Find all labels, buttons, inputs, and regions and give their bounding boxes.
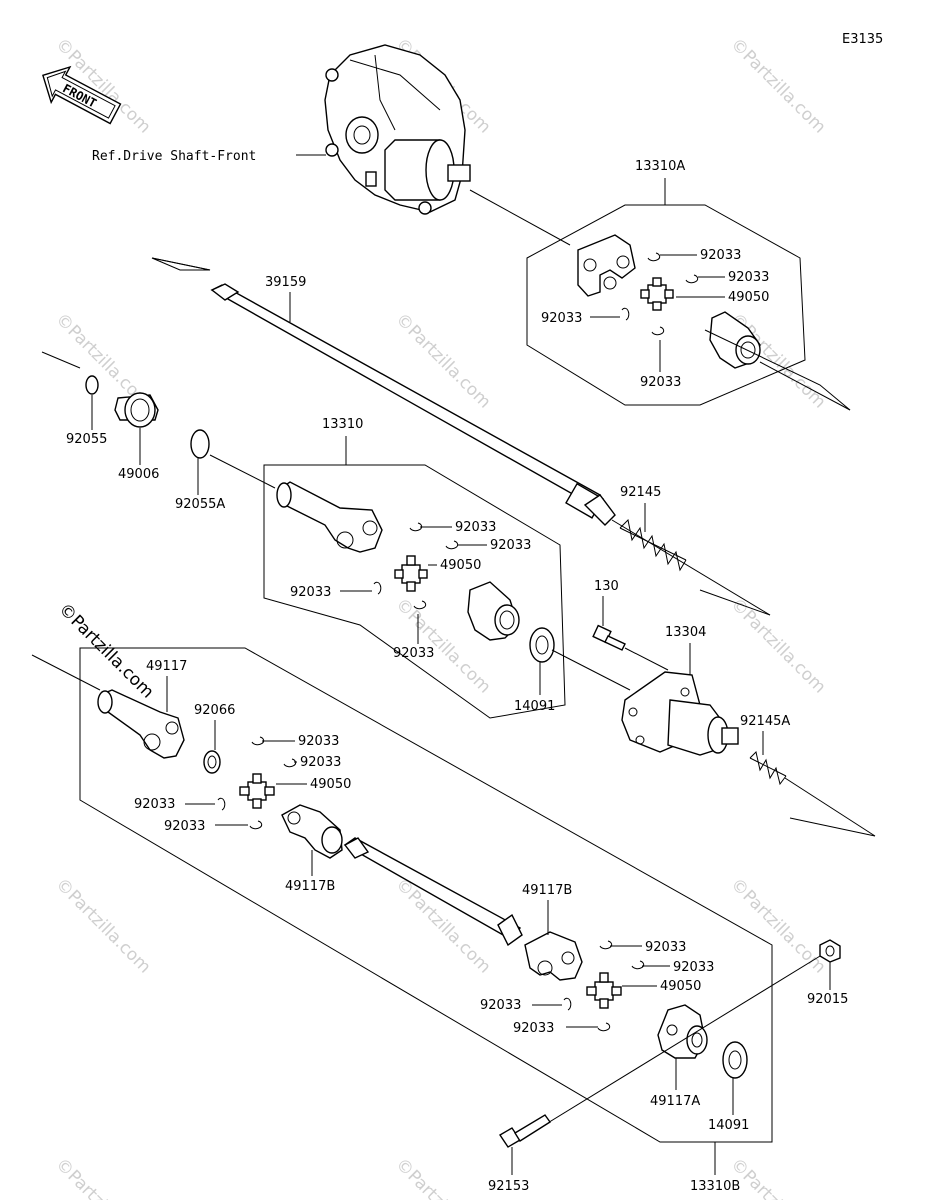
- part-label-92033: 92033: [300, 755, 341, 770]
- part-label-13304: 13304: [665, 625, 706, 640]
- part-label-92033: 92033: [455, 520, 496, 535]
- part-label-49117: 49117: [146, 659, 187, 674]
- part-label-92153: 92153: [488, 1179, 529, 1194]
- part-label-49117B: 49117B: [285, 879, 335, 894]
- housing-13304: [621, 671, 739, 756]
- slip-yoke-13310A: [709, 311, 761, 369]
- group-box-13310: [263, 464, 566, 719]
- watermark: ©Partzilla.com: [51, 1154, 154, 1200]
- part-label-49117B: 49117B: [522, 883, 572, 898]
- part-label-92033: 92033: [134, 797, 175, 812]
- part-label-92145A: 92145A: [740, 714, 790, 729]
- part-label-92055: 92055: [66, 432, 107, 447]
- shaft-lower: [343, 837, 523, 947]
- part-label-92055A: 92055A: [175, 497, 225, 512]
- part-label-92033: 92033: [513, 1021, 554, 1036]
- part-label-13310A: 13310A: [635, 159, 685, 174]
- spring-92145: [619, 518, 687, 572]
- o-ring-92055A: [190, 429, 210, 459]
- part-label-92066: 92066: [194, 703, 235, 718]
- o-ring-92055: [85, 375, 99, 395]
- yoke-49117: [97, 689, 185, 759]
- group-box-13310A: [526, 204, 806, 406]
- watermark: ©Partzilla.com: [51, 874, 154, 977]
- bolt-130: [592, 624, 626, 651]
- part-label-49006: 49006: [118, 467, 159, 482]
- part-label-13310: 13310: [322, 417, 363, 432]
- watermark-dark: ©Partzilla.com: [54, 599, 157, 702]
- cross-spider-49050-left: [239, 773, 275, 809]
- gear-case: [324, 44, 471, 215]
- shaft-39159: [210, 283, 616, 526]
- part-label-39159: 39159: [265, 275, 306, 290]
- flange-yoke-49117A: [657, 1004, 708, 1059]
- part-label-49050: 49050: [310, 777, 351, 792]
- part-label-14091: 14091: [514, 699, 555, 714]
- watermark: ©Partzilla.com: [726, 1154, 829, 1200]
- part-label-92033: 92033: [541, 311, 582, 326]
- front-arrow-icon: FRONT: [42, 65, 122, 125]
- part-label-92033: 92033: [673, 960, 714, 975]
- yoke-49117B-left: [281, 804, 343, 859]
- part-label-49050: 49050: [440, 558, 481, 573]
- part-label-13310B: 13310B: [690, 1179, 740, 1194]
- part-label-92145: 92145: [620, 485, 661, 500]
- cross-spider-49050-right: [586, 972, 622, 1009]
- part-label-130: 130: [594, 579, 619, 594]
- slip-yoke-13310: [467, 581, 520, 641]
- diagram-code: E3135: [842, 32, 883, 47]
- part-label-49050: 49050: [660, 979, 701, 994]
- part-label-92015: 92015: [807, 992, 848, 1007]
- yoke-49117B-right: [524, 931, 583, 981]
- part-label-49117A: 49117A: [650, 1094, 700, 1109]
- part-label-14091: 14091: [708, 1118, 749, 1133]
- part-label-92033: 92033: [490, 538, 531, 553]
- part-label-92033: 92033: [480, 998, 521, 1013]
- part-label-92033: 92033: [290, 585, 331, 600]
- part-label-92033: 92033: [298, 734, 339, 749]
- ref-drive-shaft-label: Ref.Drive Shaft-Front: [92, 149, 256, 164]
- watermark: ©Partzilla.com: [726, 874, 829, 977]
- boot-49006: [114, 392, 159, 428]
- part-label-92033: 92033: [645, 940, 686, 955]
- watermark: ©Partzilla.com: [391, 1154, 494, 1200]
- group-box-13310B: [79, 647, 773, 1143]
- washer-92066: [203, 750, 221, 774]
- part-label-92033: 92033: [164, 819, 205, 834]
- bolt-92153: [499, 1114, 551, 1148]
- watermark: ©Partzilla.com: [726, 34, 829, 137]
- washer-14091-top: [529, 627, 555, 663]
- yoke-13310: [276, 481, 383, 553]
- nut-92015: [819, 939, 841, 963]
- spring-92145A: [749, 751, 787, 786]
- cross-spider-13310: [394, 555, 428, 592]
- yoke-13310A: [577, 234, 636, 297]
- part-label-92033: 92033: [728, 270, 769, 285]
- washer-14091-bottom: [722, 1041, 748, 1079]
- part-label-92033: 92033: [393, 646, 434, 661]
- watermark: ©Partzilla.com: [726, 594, 829, 697]
- part-label-49050: 49050: [728, 290, 769, 305]
- cross-spider-13310A: [640, 277, 674, 311]
- part-label-92033: 92033: [640, 375, 681, 390]
- part-label-92033: 92033: [700, 248, 741, 263]
